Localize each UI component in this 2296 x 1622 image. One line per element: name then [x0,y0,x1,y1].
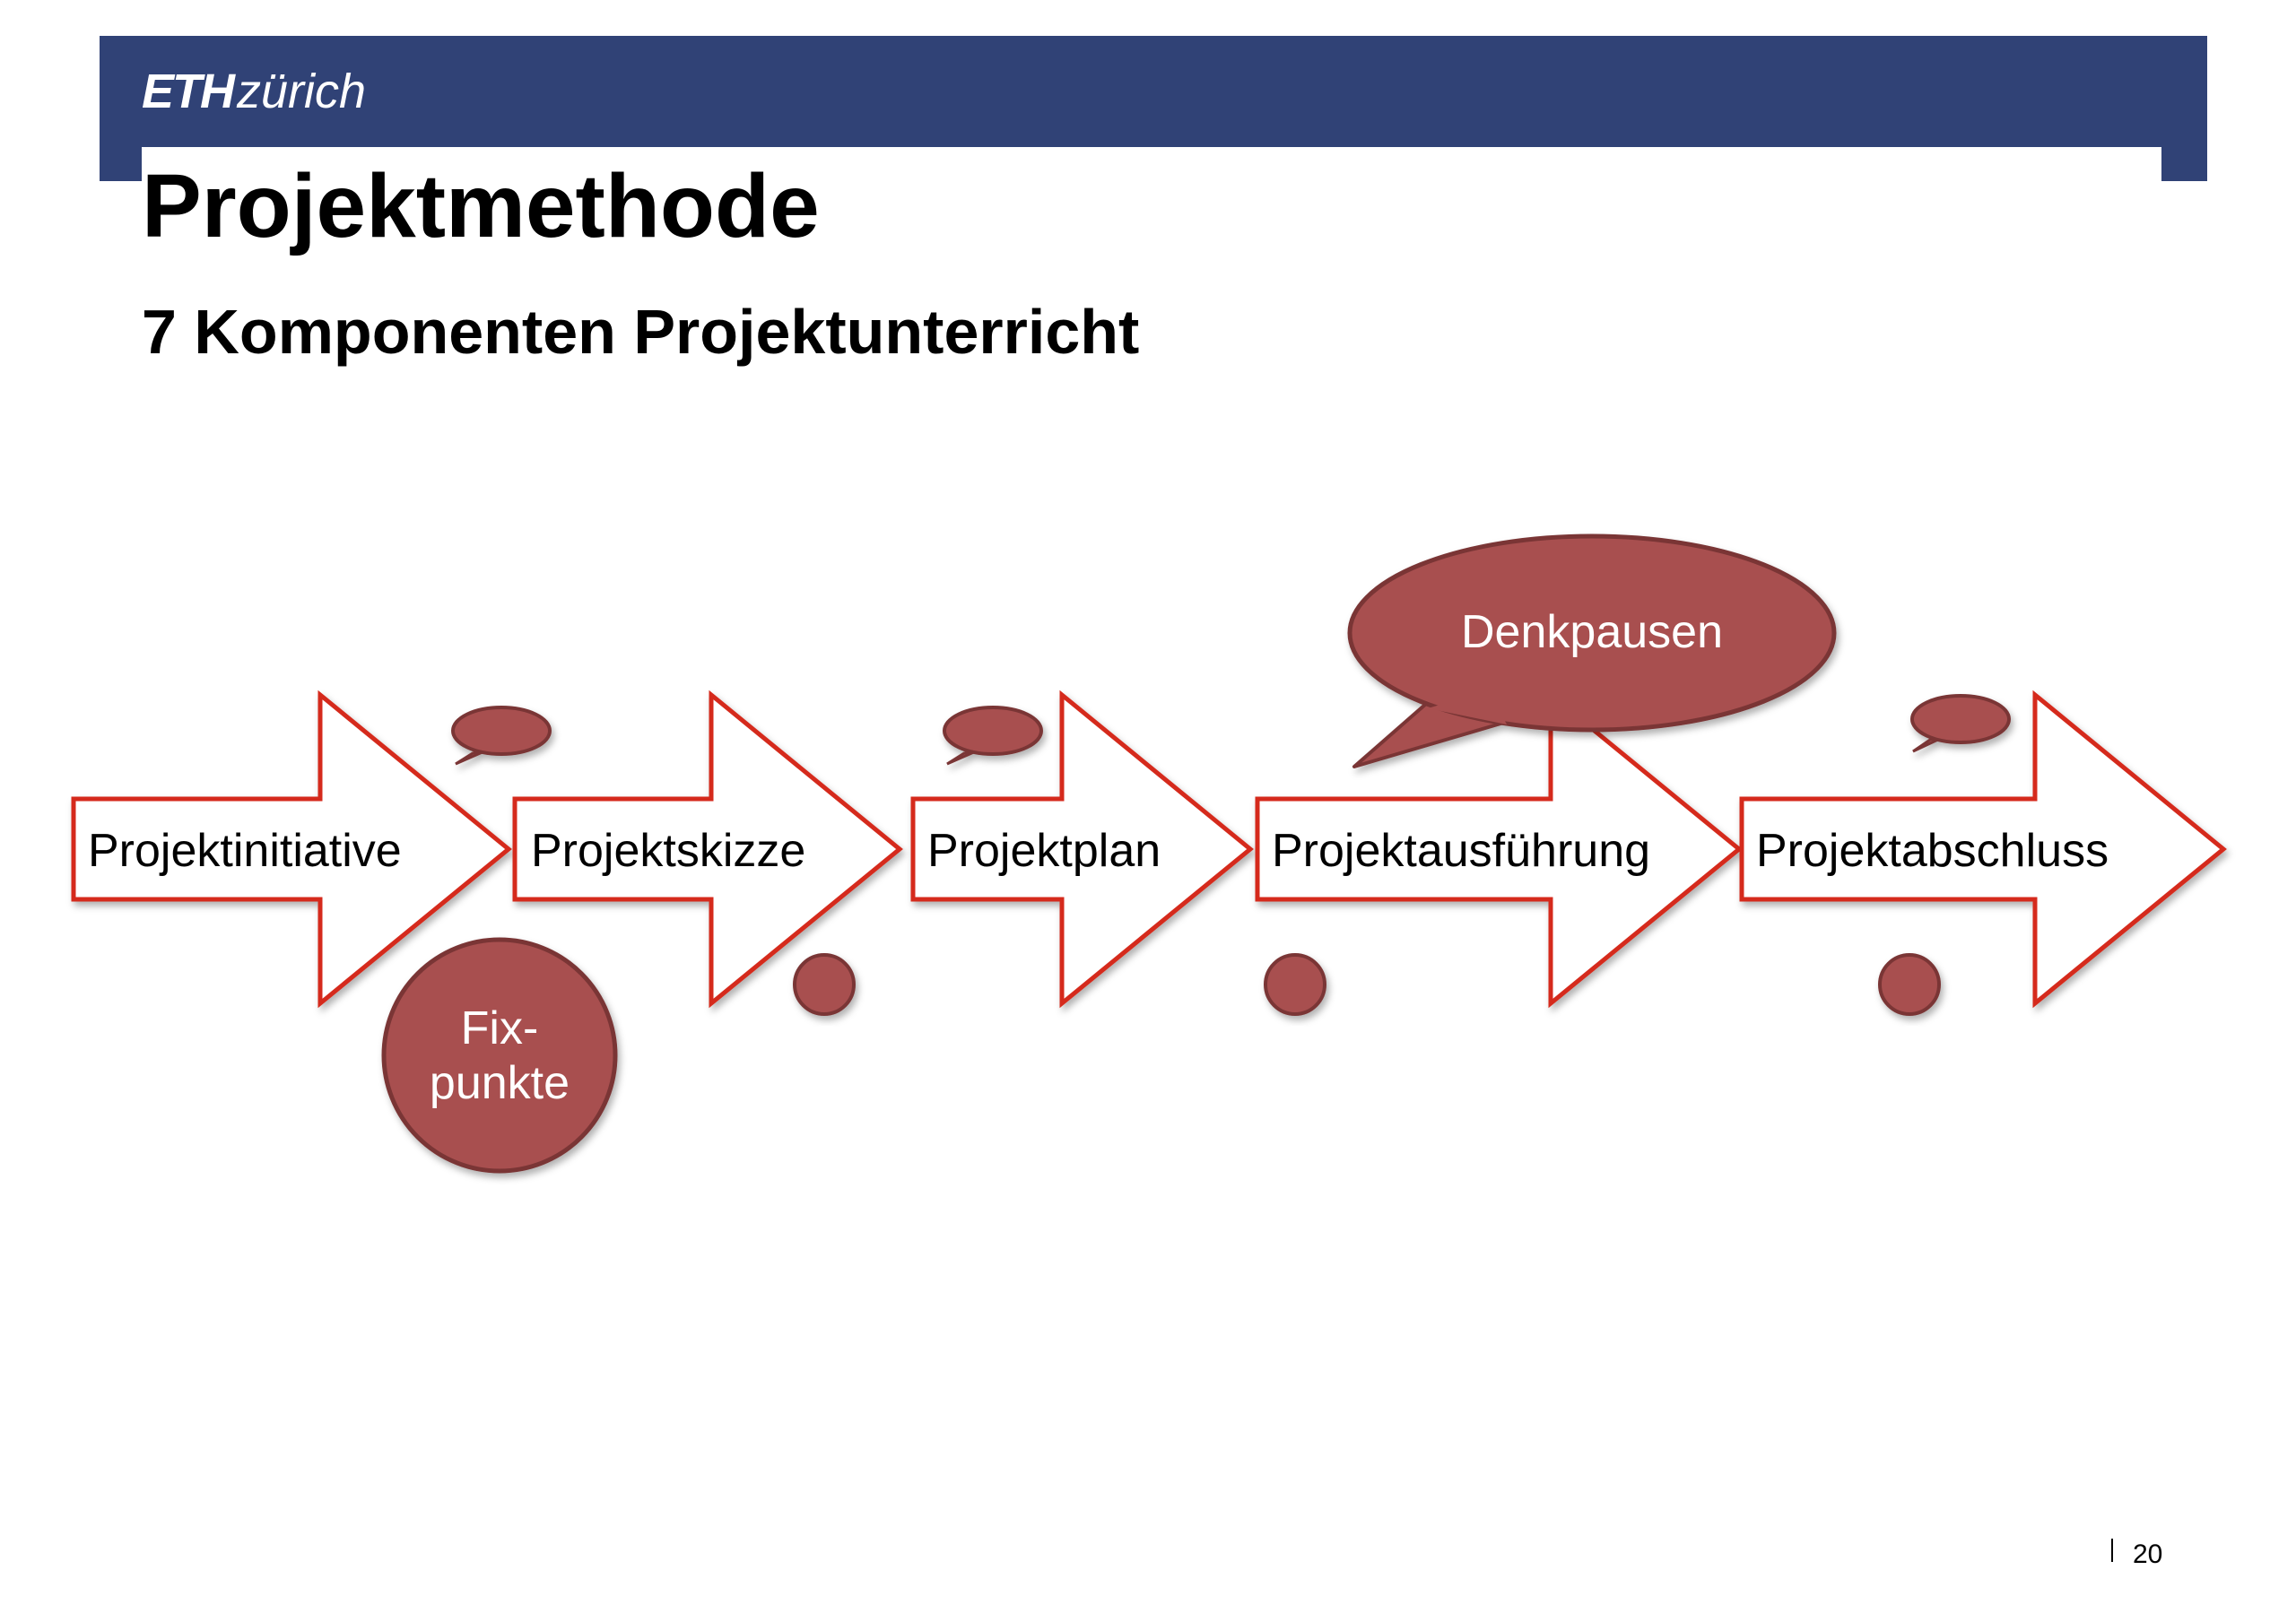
denkpausen-callout: Denkpausen [1347,533,1837,768]
header-banner-inset [142,147,2161,183]
logo-eth-text: ETH [142,65,235,118]
eth-zurich-logo: ETHzürich [142,63,366,120]
fixpunkte-label-line2: punkte [430,1057,570,1109]
step-arrow-4: Projektausführung [1255,690,1743,1009]
page-title: Projektmethode [142,156,820,256]
step-arrow-2: Projektskizze [512,690,903,1009]
step-label-2: Projektskizze [531,825,805,877]
fixpunkte-label-line1: Fix- [461,1002,539,1054]
small-speech-bubble-2 [943,706,1043,766]
step-label-4: Projektausführung [1272,825,1650,877]
page-number: 20 [2133,1540,2163,1569]
fixpunkte-callout: Fix- punkte [381,937,618,1174]
step-label-1: Projektinitiative [88,825,402,877]
page-subtitle: 7 Komponenten Projektunterricht [142,297,1140,367]
fixpunkt-dot-3 [1878,953,1941,1016]
page-number-separator [2111,1539,2113,1562]
step-arrow-5: Projektabschluss [1739,690,2227,1009]
small-speech-bubble-1 [451,706,552,766]
step-label-5: Projektabschluss [1756,825,2109,877]
step-arrow-3: Projektplan [910,690,1254,1009]
step-arrow-1: Projektinitiative [71,690,512,1009]
fixpunkt-dot-1 [793,953,856,1016]
fixpunkt-dot-2 [1264,953,1326,1016]
denkpausen-label: Denkpausen [1461,606,1723,658]
small-speech-bubble-3 [1910,694,2011,753]
logo-zurich-text: zürich [237,65,367,118]
step-label-3: Projektplan [927,825,1161,877]
